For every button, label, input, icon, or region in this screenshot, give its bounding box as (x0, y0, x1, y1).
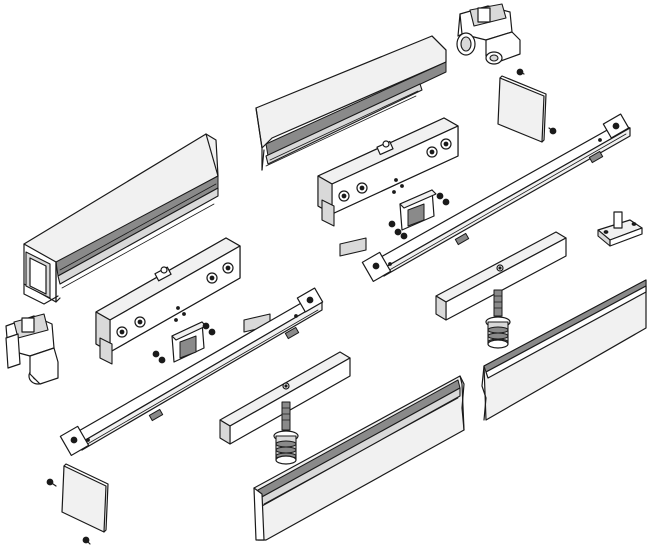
roller-carriage-left (95, 237, 241, 365)
hanger-bracket-left (5, 313, 59, 385)
top-rail-profile (255, 35, 447, 171)
end-cap-plate-top (497, 68, 557, 143)
screw-icon (516, 68, 525, 76)
screw-icon (202, 322, 216, 336)
door-panel-profile-left (253, 375, 465, 541)
top-rail-profile-left (23, 133, 219, 305)
screw-icon (548, 127, 557, 135)
screw-icon (152, 350, 166, 364)
roller-carriage-right (317, 117, 459, 227)
end-cap-plate-bottom (46, 463, 109, 545)
mounting-clip (597, 211, 643, 247)
guide-rail-right (361, 113, 631, 282)
screw-icon (46, 478, 57, 487)
clamp-block-right (339, 189, 450, 257)
hanger-bracket-top (456, 3, 521, 65)
screw-icon (436, 192, 450, 206)
damper-bar-right (435, 231, 567, 321)
screw-icon (82, 536, 91, 545)
threaded-bolt-right (485, 289, 511, 349)
guide-rail-left (59, 287, 324, 456)
screw-icon (388, 220, 408, 240)
door-panel-profile-right (481, 279, 647, 421)
clamp-block-left (152, 313, 271, 364)
damper-bar-left (219, 351, 351, 445)
threaded-bolt-left (273, 401, 299, 465)
